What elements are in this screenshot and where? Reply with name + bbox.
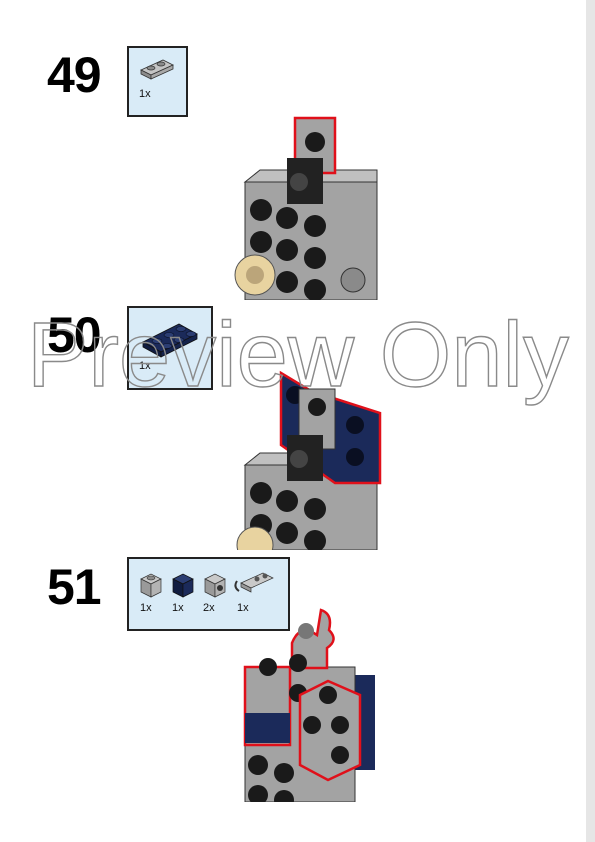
plate-2x3-icon [142, 323, 198, 358]
part-qty: 1x [139, 88, 151, 100]
plate-1x2-icon [140, 59, 174, 80]
watermark-text: Preview Only [27, 304, 569, 406]
brick-side-stud-icon [204, 573, 226, 598]
part-qty: 1x [139, 360, 151, 372]
part-qty: 2x [203, 602, 215, 614]
build-model-51 [243, 608, 375, 802]
plate-clip-icon [234, 572, 274, 593]
parts-list-50: 1x [127, 306, 213, 390]
parts-icons-51 [140, 572, 274, 598]
step-number-51: 51 [47, 559, 102, 615]
parts-list-51: 1x 1x 2x 1x [127, 557, 290, 631]
part-qty: 1x [237, 602, 249, 614]
build-model-49 [234, 116, 378, 300]
step-number-50: 50 [47, 307, 102, 363]
part-qty: 1x [172, 602, 184, 614]
step-number-49: 49 [47, 47, 102, 103]
build-model-50 [236, 370, 382, 550]
part-qty: 1x [140, 602, 152, 614]
brick-1x1-blue-icon [172, 573, 194, 598]
page-edge [586, 0, 595, 842]
preview-watermark: Preview Only [26, 303, 569, 406]
parts-list-49: 1x [127, 46, 188, 117]
brick-1x1-gray-icon [140, 573, 162, 598]
